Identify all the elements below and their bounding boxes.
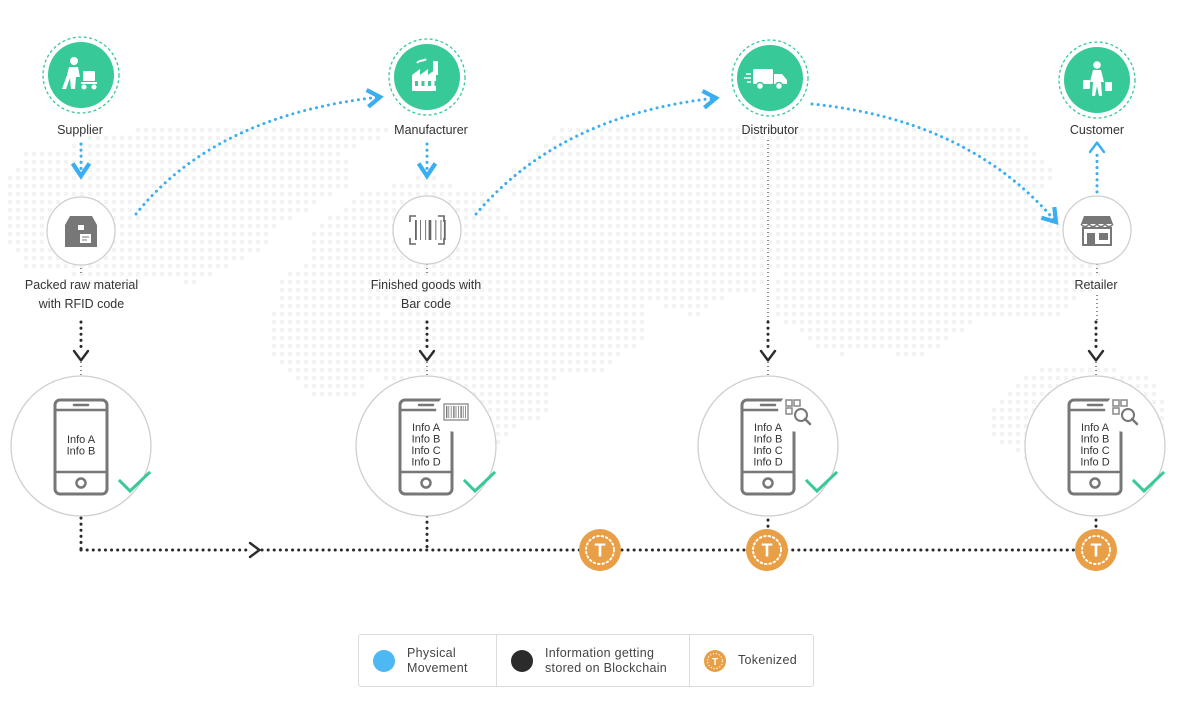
actor-node-manufacturer	[388, 38, 466, 116]
item-node-retailer	[1062, 195, 1132, 265]
actor-label-customer: Customer	[1069, 123, 1125, 137]
info-line: Info A	[1081, 422, 1110, 434]
delivery-truck-icon	[744, 69, 787, 91]
storefront-icon	[1080, 216, 1114, 246]
token-symbol: T	[762, 541, 773, 561]
info-line: Info C	[753, 445, 782, 457]
dashed-ring	[388, 38, 466, 116]
info-line: Info B	[1081, 434, 1110, 446]
physical-movement-dot-icon	[373, 649, 395, 672]
legend-label: Information getting stored on Blockchain	[545, 645, 668, 675]
checkmark-icon	[117, 470, 152, 494]
info-line: Info A	[754, 422, 783, 434]
svg-text:T: T	[712, 656, 718, 667]
barcode-icon	[409, 215, 446, 245]
black-chevron-down-icon	[418, 349, 436, 362]
package-rfid-icon	[65, 216, 97, 247]
dashed-ring	[1058, 41, 1136, 119]
smartphone-icon	[53, 398, 109, 496]
actor-node-supplier	[42, 36, 120, 114]
token-coin-icon: T	[579, 529, 621, 571]
info-line: Info A	[412, 422, 441, 434]
info-line: Info B	[67, 446, 96, 458]
info-line: Info C	[411, 445, 440, 457]
world-map-dots	[8, 128, 1164, 476]
info-line: Info A	[67, 434, 96, 446]
actor-node-customer	[1058, 41, 1136, 119]
token-symbol: T	[595, 541, 606, 561]
token-symbol: T	[1091, 541, 1102, 561]
item-label-retailer: Retailer	[1046, 276, 1146, 295]
legend: Physical Movement Information getting st…	[358, 634, 814, 687]
smartphone-icon	[1067, 398, 1123, 496]
info-line: Info B	[412, 434, 441, 446]
item-label-line: Finished goods with	[370, 278, 482, 292]
physical-link-to-manufacturer	[134, 88, 384, 216]
black-chevron-down-icon	[759, 349, 777, 362]
item-label-line: Retailer	[1074, 278, 1118, 292]
checkmark-icon	[462, 470, 497, 494]
physical-link-to-retailer	[810, 102, 1059, 225]
physical-link-to-distributor	[474, 89, 720, 216]
blockchain-dot-icon	[511, 649, 533, 672]
black-chevron-down-icon	[1087, 349, 1105, 362]
checkmark-icon	[804, 470, 839, 494]
shopper-bags-icon	[1083, 61, 1112, 96]
black-chevron-down-icon	[72, 349, 90, 362]
info-line: Info B	[754, 434, 783, 446]
item-label-packed-raw-material: Packed raw material with RFID code	[10, 276, 153, 314]
actor-node-distributor	[731, 39, 809, 117]
legend-item-blockchain: Information getting stored on Blockchain	[496, 635, 689, 686]
item-node-finished-goods	[392, 195, 462, 265]
checkmark-icon	[1131, 470, 1166, 494]
smartphone-icon	[740, 398, 796, 496]
item-label-finished-goods: Finished goods with Bar code	[356, 276, 496, 314]
factory-icon	[412, 58, 438, 91]
token-dot-icon: T	[704, 649, 726, 672]
blue-chevron-up-icon	[1088, 141, 1106, 154]
item-label-line: Packed raw material	[24, 278, 139, 292]
info-line: Info D	[411, 457, 440, 469]
legend-item-tokenized: T Tokenized	[689, 635, 813, 686]
token-coin-icon: T	[1075, 529, 1117, 571]
token-coin-icon: T	[746, 529, 788, 571]
dashed-ring	[731, 39, 809, 117]
dashed-ring	[42, 36, 120, 114]
barcode-badge-icon	[436, 392, 476, 432]
black-chevron-right-icon	[248, 541, 261, 559]
item-label-line: with RFID code	[38, 297, 125, 311]
item-node-packed-raw-material	[46, 196, 116, 266]
actor-label-distributor: Distributor	[741, 123, 799, 137]
flow-lines	[70, 88, 1106, 559]
qr-search-icon	[778, 392, 818, 432]
info-line: Info D	[753, 457, 782, 469]
worker-trolley-icon	[62, 57, 97, 90]
actor-label-manufacturer: Manufacturer	[394, 123, 468, 137]
item-label-line: Bar code	[400, 297, 452, 311]
legend-label: Physical Movement	[407, 645, 468, 675]
info-line: Info D	[1080, 457, 1109, 469]
legend-item-physical: Physical Movement	[359, 635, 496, 686]
legend-label: Tokenized	[738, 653, 797, 667]
info-line: Info C	[1080, 445, 1109, 457]
world-map-background	[8, 128, 1164, 476]
qr-search-icon	[1105, 392, 1145, 432]
actor-label-supplier: Supplier	[57, 123, 103, 137]
